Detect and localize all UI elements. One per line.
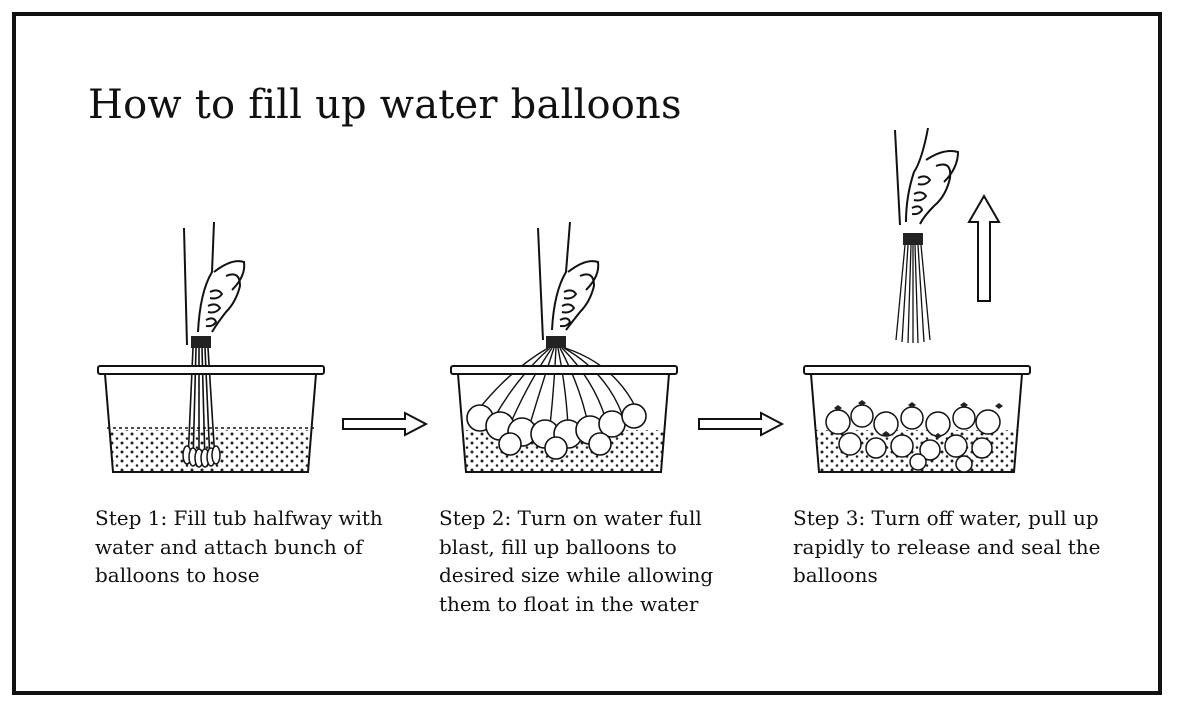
step2-caption: Step 2: Turn on water full blast, fill u… [439, 506, 714, 616]
step1-tub [97, 365, 325, 473]
step3-caption: Step 3: Turn off water, pull up rapidly … [793, 506, 1101, 587]
step2-illustration [450, 221, 678, 473]
step3-tub [803, 365, 1031, 473]
step2-tub [450, 365, 678, 473]
step3-sealed-balloons [825, 404, 1001, 473]
step3-illustration [803, 127, 1031, 473]
arrow-right-icon [342, 411, 429, 437]
step3-hand-icon [894, 127, 960, 226]
step1-caption: Step 1: Fill tub halfway with water and … [95, 506, 383, 587]
step1-illustration [97, 221, 325, 473]
step2-balloons [466, 403, 647, 460]
arrow-right-icon [698, 411, 785, 437]
step1-hand-icon [183, 221, 246, 346]
step3-tubes [895, 244, 931, 344]
arrow-up-icon [967, 193, 1001, 302]
step2-hand-icon [537, 221, 600, 341]
step1-nozzle [191, 336, 211, 348]
step2-nozzle [546, 336, 566, 348]
step3-nozzle [903, 233, 923, 245]
diagram-frame [12, 12, 1162, 695]
page-title: How to fill up water balloons [88, 82, 682, 128]
